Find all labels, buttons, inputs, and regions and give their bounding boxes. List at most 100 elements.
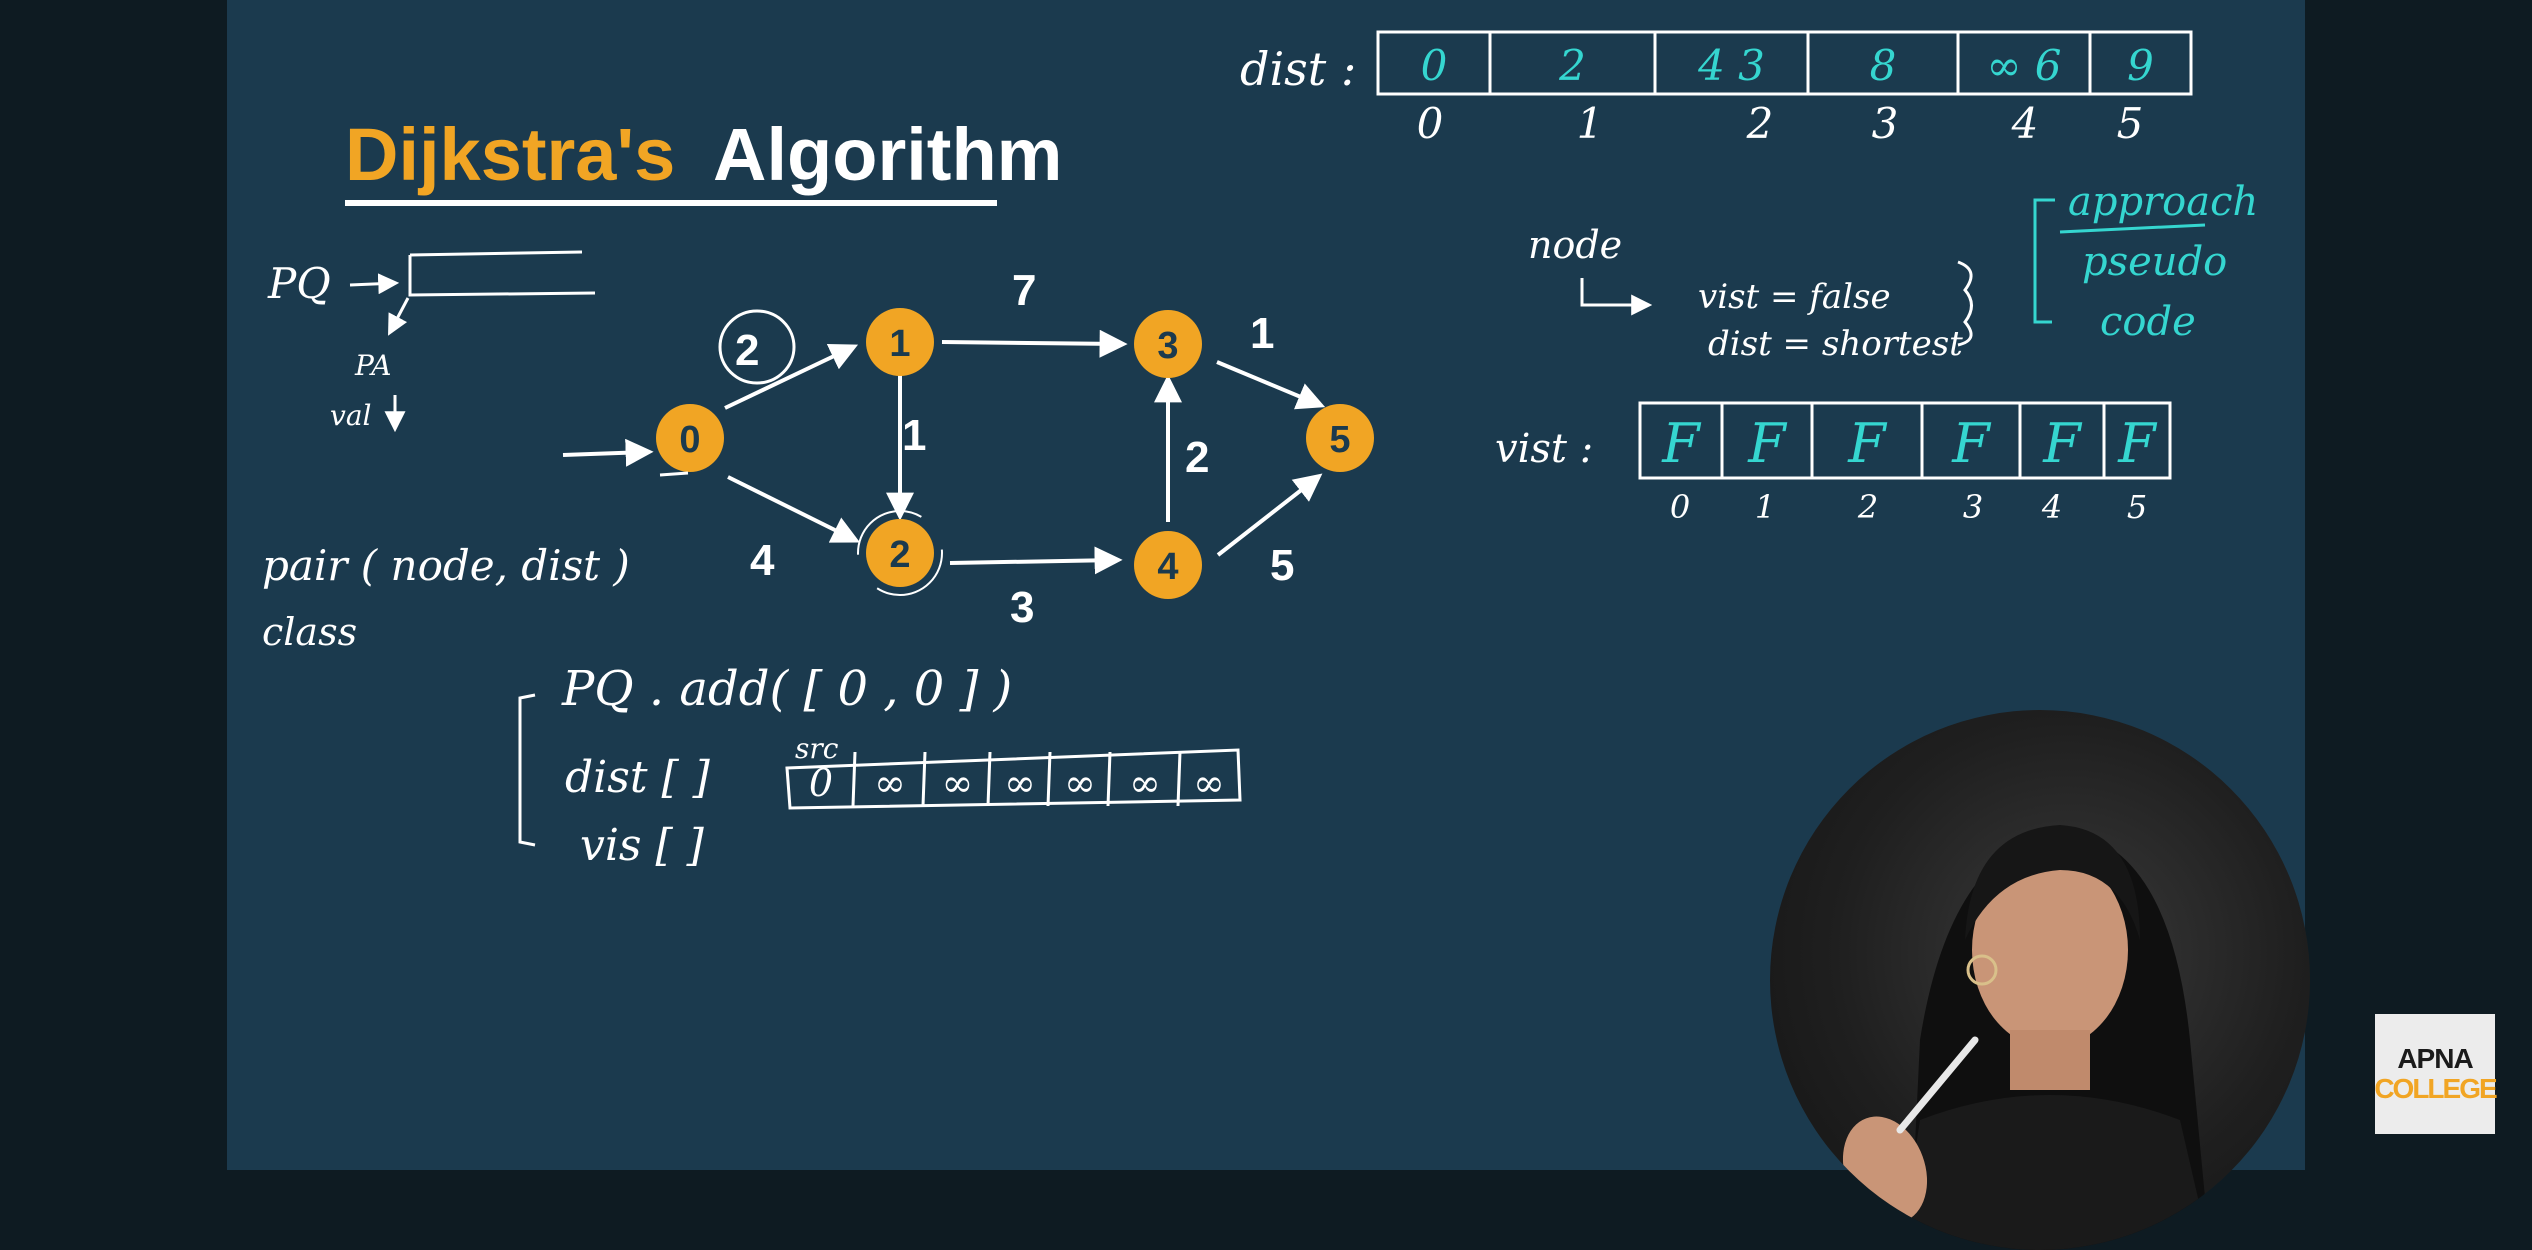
src-label: src — [795, 732, 839, 765]
node-1-label: 1 — [889, 323, 910, 365]
pair-line1: pair ( node, dist ) — [262, 541, 630, 590]
init-cell-divider — [986, 751, 992, 807]
dist-index-2: 2 — [1746, 99, 1774, 148]
weight-2-4: 3 — [1010, 583, 1034, 632]
init-cell-5: ∞ — [1129, 761, 1161, 805]
init-cell-2: ∞ — [942, 761, 974, 805]
edge-4-5 — [1216, 473, 1323, 557]
node-4-label: 4 — [1157, 546, 1178, 588]
title-part1: Dijkstra's — [345, 113, 675, 196]
graph-nodes: 0 1 2 3 4 5 — [656, 308, 1374, 599]
logo-line2: COLLEGE — [2374, 1073, 2497, 1104]
init-cell-1: ∞ — [874, 761, 906, 805]
node-0: 0 — [656, 404, 724, 472]
dist-index-0: 0 — [1417, 99, 1444, 148]
node-note-arrow — [1580, 278, 1653, 316]
vis-array-line: vis [ ] — [580, 820, 705, 871]
vist-index-4: 4 — [2041, 488, 2062, 526]
pq-add-line: PQ . add( [ 0 , 0 ] ) — [561, 661, 1012, 717]
node-2-label: 2 — [889, 534, 910, 576]
edge-0-2 — [727, 475, 861, 543]
node-0-label: 0 — [679, 419, 700, 461]
title-part2: Algorithm — [713, 113, 1062, 196]
vist-index-0: 0 — [1670, 488, 1690, 526]
init-cell-6: ∞ — [1193, 761, 1225, 805]
pq-box-sketch — [408, 250, 596, 297]
code-bracket — [518, 693, 536, 847]
vist-label: vist : — [1495, 426, 1593, 472]
init-dist-array: 0∞∞∞∞∞∞ — [785, 748, 1242, 810]
logo-line1: APNA — [2397, 1043, 2473, 1074]
edge-3-5 — [1216, 360, 1326, 410]
dist-index-1: 1 — [1577, 99, 1604, 148]
init-cell-divider — [1176, 751, 1182, 807]
weight-0-1: 2 — [735, 326, 759, 375]
dist-shortest-note: dist = shortest — [1708, 324, 1963, 364]
edge-weights: 2 4 1 7 3 2 1 5 — [735, 266, 1294, 632]
vist-cell-0: F — [1661, 412, 1702, 475]
node-4: 4 — [1134, 531, 1202, 599]
dist-cell-1: 2 — [1558, 41, 1586, 90]
graph-edges — [562, 329, 1326, 575]
code-note: code — [2100, 299, 2196, 345]
edge-0-1 — [724, 343, 859, 410]
source-arrow — [562, 438, 654, 467]
vist-index-1: 1 — [1755, 488, 1775, 526]
vist-cell-3: F — [1951, 412, 1992, 475]
whiteboard: Dijkstra's Algorithm 2 4 1 7 3 2 1 5 0 — [262, 30, 2258, 871]
vist-index-2: 2 — [1857, 488, 1878, 526]
pq-arrow — [349, 273, 400, 295]
dist-array-line: dist [ ] — [565, 752, 711, 803]
weight-1-3: 7 — [1012, 266, 1036, 315]
node-2: 2 — [857, 510, 943, 596]
pseudo-note: pseudo — [2082, 239, 2227, 285]
pq-sub1: PA — [354, 349, 392, 382]
vist-cell-2: F — [1847, 412, 1888, 475]
vist-index-3: 3 — [1963, 488, 1983, 526]
source-underline-mark — [659, 471, 689, 477]
approach-bracket — [2033, 198, 2055, 324]
init-cell-divider — [1046, 751, 1052, 807]
dist-index-5: 5 — [2117, 99, 2144, 148]
weight-1-2: 1 — [902, 411, 926, 460]
approach-underline — [2059, 223, 2206, 234]
apna-college-logo: APNA COLLEGE — [2374, 1014, 2498, 1134]
brace-mark — [1957, 260, 1973, 347]
weight-3-5: 1 — [1250, 309, 1274, 358]
node-2-circle-mark — [857, 510, 943, 596]
node-5: 5 — [1306, 404, 1374, 472]
vist-index-5: 5 — [2127, 488, 2147, 526]
presenter-silhouette — [1842, 825, 2210, 1250]
init-cell-3: ∞ — [1004, 761, 1036, 805]
init-cell-divider — [851, 751, 857, 807]
vist-cell-5: F — [2117, 412, 2158, 475]
dist-cell-0: 0 — [1421, 41, 1448, 90]
vist-cell-4: F — [2042, 412, 2083, 475]
vist-cell-1: F — [1747, 412, 1788, 475]
left-notes: PQ PA val pair ( node, dist ) class PQ .… — [262, 250, 1242, 871]
init-cell-divider — [1106, 751, 1112, 807]
dist-index-4: 4 — [2011, 99, 2039, 148]
node-5-label: 5 — [1329, 419, 1350, 461]
pair-line2: class — [262, 610, 357, 654]
weight-0-2: 4 — [750, 536, 775, 585]
dist-cell-4: ∞ 6 — [1986, 41, 2061, 90]
node-1: 1 — [866, 308, 934, 376]
weight-4-5: 5 — [1270, 541, 1294, 590]
pq-label: PQ — [267, 259, 331, 308]
weight-4-3: 2 — [1185, 433, 1209, 482]
edge-2-4 — [949, 546, 1123, 575]
dist-index-3: 3 — [1872, 99, 1899, 148]
node-3: 3 — [1134, 310, 1202, 378]
node-3-label: 3 — [1157, 325, 1178, 367]
dist-label: dist : — [1240, 42, 1356, 96]
title: Dijkstra's Algorithm — [345, 113, 1062, 196]
pq-down-arrow — [388, 297, 410, 336]
vist-false-note: vist = false — [1698, 277, 1891, 317]
node-note: node — [1528, 223, 1622, 267]
approach-note: approach — [2068, 179, 2258, 225]
init-cell-4: ∞ — [1064, 761, 1096, 805]
